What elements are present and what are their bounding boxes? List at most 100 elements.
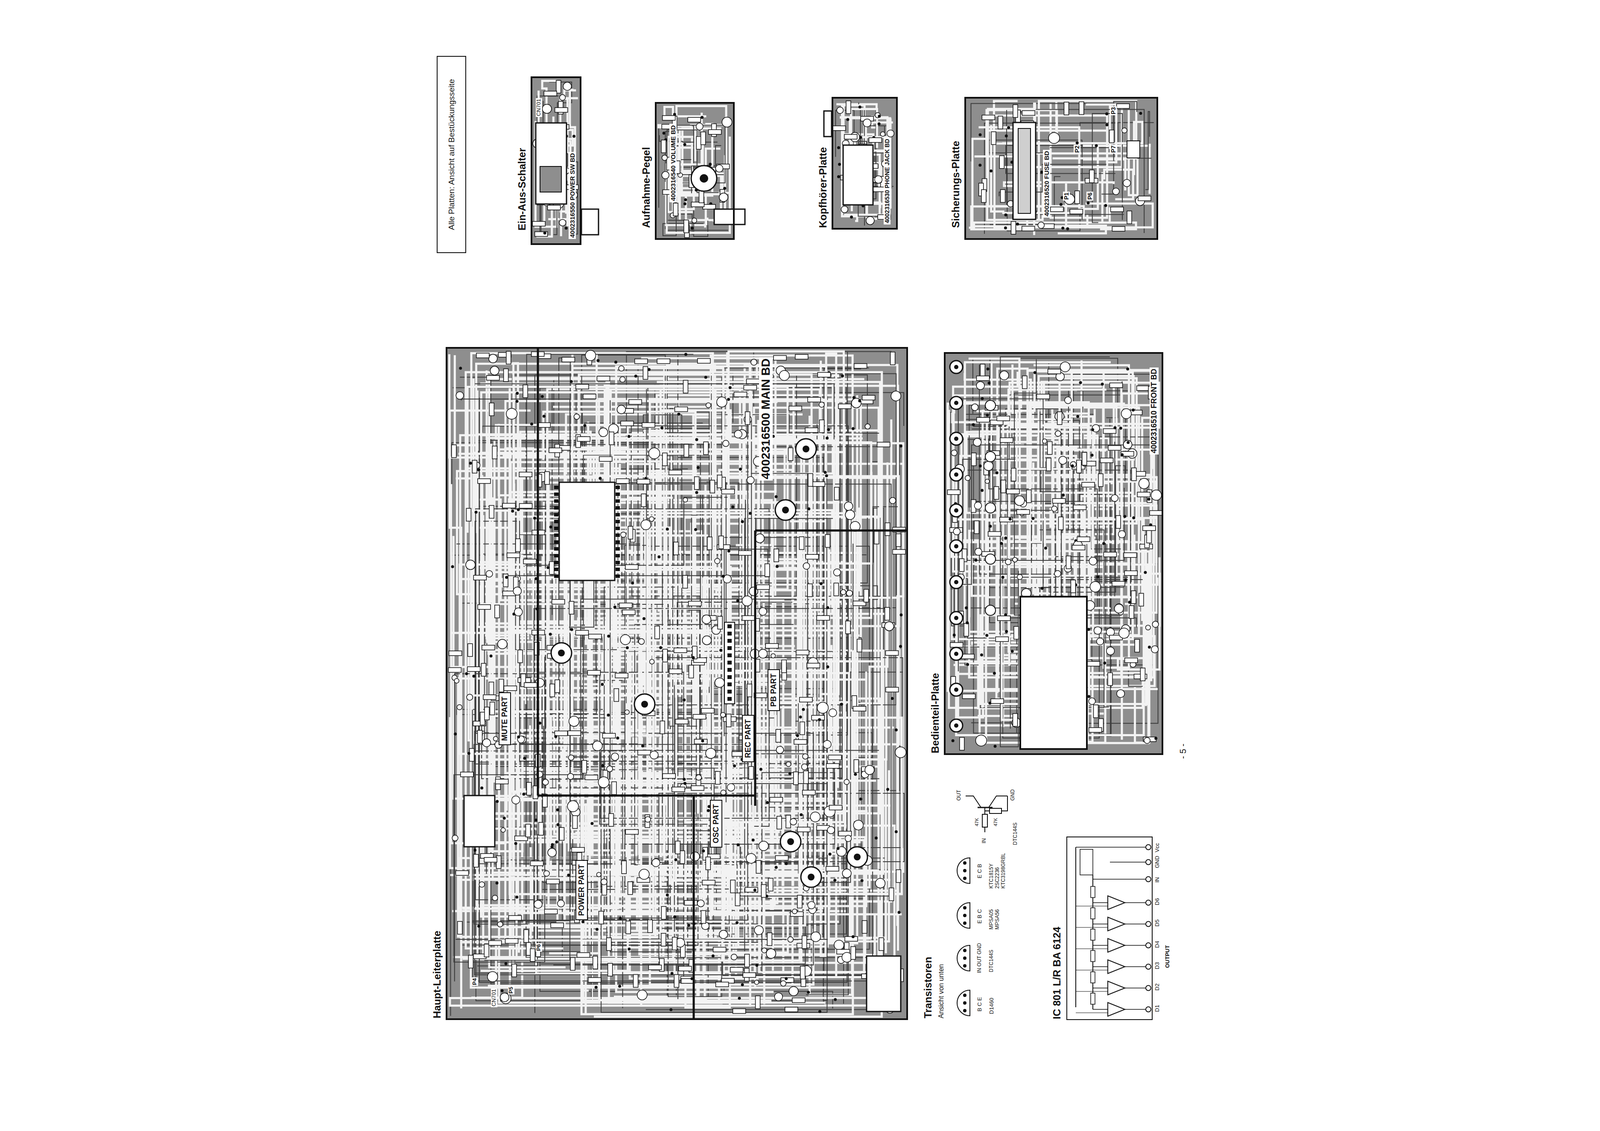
pcb-trace [634, 624, 794, 906]
pcb-shape [525, 824, 531, 838]
component-circle [1123, 440, 1132, 449]
pcb-trace [1124, 923, 1146, 925]
component-circle [567, 800, 579, 812]
pcb-shape [1000, 189, 1006, 203]
pcb-shape [823, 110, 832, 137]
board-number: 4002316520 FUSE BD [1042, 149, 1051, 218]
pcb-shape [991, 131, 996, 145]
component-circle [464, 672, 468, 676]
pcb-shape [1036, 394, 1050, 400]
pcb-shape [974, 520, 979, 534]
component-circle [963, 948, 967, 953]
pcb-shape [1079, 101, 1084, 115]
pcb-shape [889, 887, 894, 901]
component-circle [493, 736, 499, 742]
component-circle [567, 773, 574, 780]
component-circle [1089, 557, 1097, 566]
pcb-shape [488, 940, 502, 946]
component-circle [1116, 689, 1125, 698]
part-label: OSC PART [710, 800, 722, 847]
pcb-shape [705, 857, 711, 871]
pcb-shape [707, 537, 713, 550]
pcb-shape [689, 665, 694, 679]
component-circle [465, 560, 476, 570]
component-circle [874, 175, 883, 184]
pcb-trace [991, 125, 1084, 214]
component-circle [1051, 505, 1057, 512]
pcb-shape [1127, 210, 1132, 224]
component-circle [895, 747, 906, 758]
component-circle [611, 753, 619, 761]
pcb-shape [713, 947, 727, 952]
pcb-shape [1129, 605, 1134, 619]
pcb-shape [1064, 102, 1069, 115]
component-circle [601, 764, 605, 768]
component-circle [500, 827, 506, 833]
pcb-shape [981, 189, 987, 203]
note-box: Alle Platten: Ansicht auf Bestückungssei… [436, 55, 467, 254]
component-circle [731, 954, 738, 961]
pcb-trace [1075, 906, 1108, 907]
pcb-trace [626, 464, 731, 934]
component-circle [828, 852, 832, 856]
component-circle [949, 360, 963, 374]
component-circle [810, 812, 821, 823]
component-circle [796, 734, 800, 738]
pcb-shape [788, 447, 793, 461]
pcb-shape [602, 733, 616, 739]
pcb-shape [549, 561, 555, 575]
pcb-shape [571, 847, 585, 853]
component-circle [455, 391, 464, 400]
pcb-trace [715, 414, 883, 524]
pcb-shape [473, 575, 487, 581]
pcb-trace [959, 443, 1158, 585]
component-circle [980, 653, 984, 657]
pcb-shape [717, 475, 722, 488]
pcb-shape [672, 937, 678, 951]
component-circle [592, 741, 603, 751]
component-circle [1090, 453, 1094, 457]
pcb-shape [961, 654, 975, 660]
component-circle [949, 540, 963, 553]
pcb-shape [572, 815, 578, 829]
component-circle [963, 876, 967, 881]
part-type: DTC144S [988, 948, 995, 974]
pcb-shape [1142, 525, 1156, 531]
component-circle [863, 119, 872, 128]
pcb-shape [449, 651, 462, 656]
pcb-shape [1021, 226, 1035, 231]
pcb-shape [808, 473, 813, 487]
pin-name: D3 [1154, 961, 1161, 971]
pcb-shape [495, 779, 509, 785]
pcb-shape [675, 719, 689, 725]
pcb-shape [671, 787, 685, 792]
pcb-group [943, 352, 1164, 756]
component-circle [548, 632, 552, 636]
main-board: Haupt-Leiterplatte4002316500 MAIN BDMUTE… [445, 347, 909, 1021]
component-circle [818, 1010, 822, 1014]
pcb-trace [1075, 991, 1108, 993]
component-circle [765, 801, 769, 805]
board-number: 4002316510 FRONT BD [1149, 367, 1159, 455]
pcb-shape [662, 452, 668, 466]
pcb-shape [554, 533, 559, 538]
component-circle [758, 841, 769, 852]
component-circle [522, 792, 526, 796]
component-circle [700, 116, 704, 120]
component-circle [515, 391, 519, 395]
component-circle [514, 607, 523, 617]
component-circle [755, 534, 765, 544]
pcb-shape [596, 376, 610, 381]
pcb-shape [1112, 581, 1125, 587]
component-circle [1145, 964, 1151, 970]
component-circle [683, 782, 687, 786]
pcb-shape [1138, 195, 1151, 201]
component-circle [741, 595, 753, 607]
component-circle [659, 646, 663, 650]
pcb-shape [554, 574, 559, 579]
component-circle [1004, 213, 1008, 217]
component-circle [700, 739, 704, 743]
pin-name: D1 [1154, 1004, 1161, 1014]
component-circle [738, 467, 742, 471]
pcb-shape [584, 775, 598, 780]
